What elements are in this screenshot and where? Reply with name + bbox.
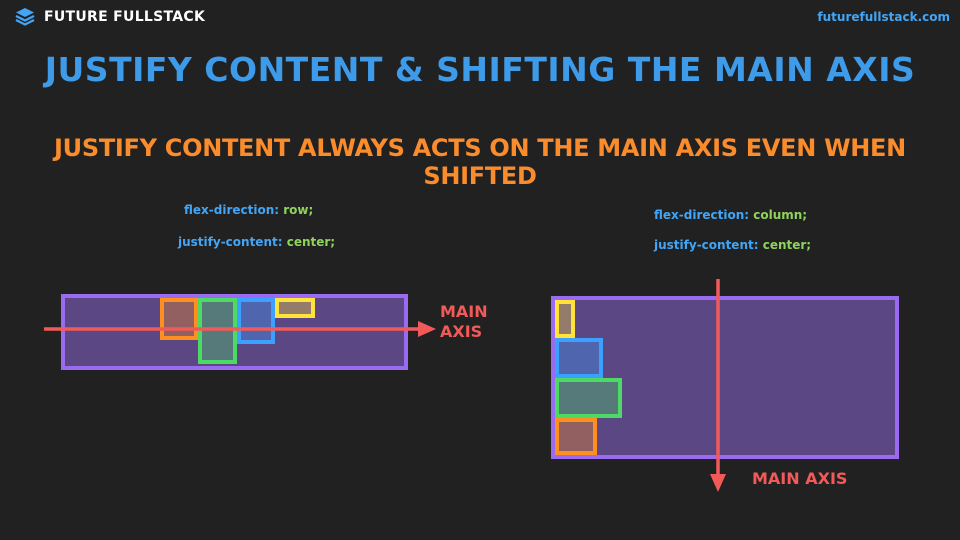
stacked-layers-icon <box>15 8 35 26</box>
row-main-axis-label-line2: AXIS <box>440 322 483 341</box>
right-direction-prop: flex-direction: <box>654 208 750 222</box>
right-justify-value: center; <box>762 238 812 252</box>
row-main-axis-label: MAIN AXIS <box>440 302 488 342</box>
column-item-yellow <box>555 300 575 338</box>
row-main-axis-label-line1: MAIN <box>440 302 488 321</box>
right-justify-prop: justify-content: <box>654 238 759 252</box>
row-item-orange <box>160 298 198 340</box>
left-justify-prop: justify-content: <box>178 235 283 249</box>
left-justify-content-line: justify-content: center; <box>178 235 335 249</box>
column-main-axis-arrow <box>710 279 726 492</box>
row-item-blue <box>237 298 275 344</box>
brand-name: FUTURE FULLSTACK <box>44 9 206 25</box>
column-main-axis-label: MAIN AXIS <box>752 469 848 488</box>
row-main-axis-arrow <box>44 321 436 337</box>
column-flex-container <box>551 296 899 459</box>
slide-subtitle: JUSTIFY CONTENT ALWAYS ACTS ON THE MAIN … <box>54 134 906 190</box>
brand-logo: FUTURE FULLSTACK <box>14 6 205 28</box>
left-direction-value: row; <box>283 203 314 217</box>
column-item-blue <box>555 338 603 378</box>
column-item-orange <box>555 418 597 455</box>
row-item-green <box>198 298 237 364</box>
right-direction-value: column; <box>753 208 808 222</box>
site-url[interactable]: futurefullstack.com <box>817 10 950 24</box>
left-direction-prop: flex-direction: <box>184 203 280 217</box>
right-justify-content-line: justify-content: center; <box>654 238 811 252</box>
column-item-green <box>555 378 622 418</box>
left-justify-value: center; <box>286 235 336 249</box>
row-item-yellow <box>275 298 315 318</box>
right-flex-direction-line: flex-direction: column; <box>654 208 807 222</box>
slide-title: JUSTIFY CONTENT & SHIFTING THE MAIN AXIS <box>44 50 916 89</box>
left-flex-direction-line: flex-direction: row; <box>184 203 313 217</box>
